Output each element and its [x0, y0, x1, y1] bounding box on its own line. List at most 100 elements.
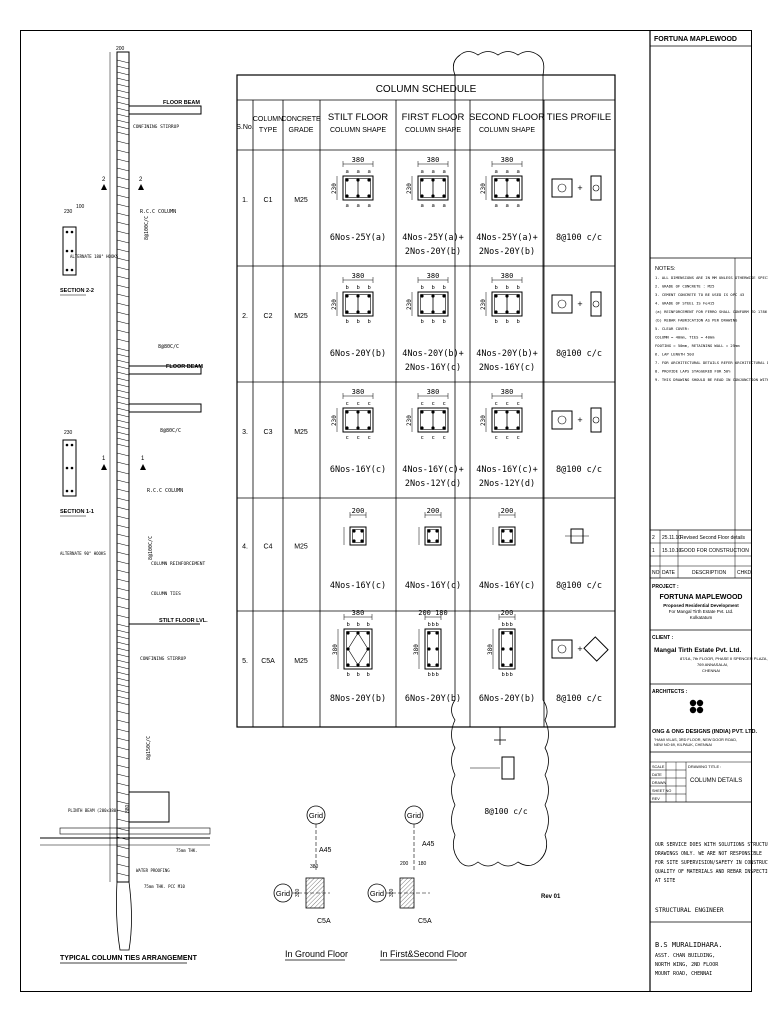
- rebar-dot: [367, 178, 371, 182]
- bar-spec-first: 2Nos-16Y(c): [405, 363, 461, 373]
- bar-letter: a: [368, 203, 371, 209]
- rebar-dot: [509, 663, 513, 667]
- rebar-dot: [435, 663, 439, 667]
- grid-label-2: Grid: [276, 889, 290, 898]
- rebar-dot: [442, 178, 446, 182]
- ties-spec: 8@100 c/c: [556, 581, 602, 591]
- header-stilt-1: STILT FLOOR: [328, 112, 388, 123]
- row-sno: 2.: [242, 313, 248, 320]
- fs-dim-180: 180: [418, 861, 427, 867]
- rebar-dot: [345, 410, 349, 414]
- ties-label-4: 8@150C/C: [146, 736, 152, 760]
- rcc-column-label-2: R.C.C COLUMN: [147, 488, 183, 494]
- bar-letter: b: [368, 319, 371, 325]
- architect-logo-icon: [689, 699, 704, 714]
- row-sno: 1.: [242, 197, 248, 204]
- extra-tie-rect: [501, 756, 515, 780]
- rebar-dot: [360, 539, 364, 543]
- bar-letter: a: [506, 169, 509, 175]
- header-second-2: COLUMN SHAPE: [479, 127, 535, 134]
- rebar-dot: [505, 410, 509, 414]
- column-section-outline: [491, 407, 523, 433]
- rebar-dot: [367, 194, 371, 198]
- rebar-dot: [494, 426, 498, 430]
- bar-letter: a: [357, 169, 360, 175]
- rcc-column-label-1: R.C.C COLUMN: [140, 209, 176, 215]
- bar-letter: b: [346, 319, 349, 325]
- row-grade: M25: [294, 197, 308, 204]
- architect-line-1: "HAMI VILAS, 3RD FLOOR, NEW DOOR ROAD,: [654, 738, 737, 742]
- rebar-dot: [435, 539, 439, 543]
- rebar-dot: [367, 410, 371, 414]
- notes-list: 1. ALL DIMENSIONS ARE IN MM UNLESS OTHER…: [655, 275, 768, 382]
- dim-stilt: 380: [352, 388, 365, 396]
- bar-letter: a: [432, 169, 435, 175]
- dim-second: 200: [501, 507, 514, 515]
- rebar-dot: [420, 194, 424, 198]
- project-label: PROJECT :: [652, 584, 679, 590]
- ties-profile-icon: [565, 528, 589, 544]
- rebar-dot: [356, 410, 360, 414]
- header-ties: TIES PROFILE: [547, 112, 611, 123]
- first-second-caption: In First&Second Floor: [380, 949, 467, 959]
- note-line-2: 3. CEMENT CONCRETE TO BE USED IS OPC 43: [655, 292, 744, 297]
- column-ties-label: COLUMN TIES: [151, 591, 181, 597]
- c5a-label-1: C5A: [317, 918, 331, 925]
- rev-2-date: 25.11.10: [662, 535, 681, 541]
- rebar-dot: [346, 631, 350, 635]
- structural-engineer-label: STRUCTURAL ENGINEER: [655, 907, 724, 914]
- bar-letter: b: [502, 672, 505, 678]
- column-section-outline: [343, 628, 373, 670]
- ties-label-3: 8@100C/C: [144, 216, 150, 240]
- confining-stirrup-label: CONFINING STIRRUP: [133, 124, 179, 130]
- bar-spec-first: 4Nos-16Y(c)+: [402, 465, 463, 475]
- bar-letter: b: [357, 622, 360, 628]
- column-tie-outline: [346, 631, 370, 667]
- rev-1-date: 15.10.10: [662, 548, 682, 554]
- header-first-1: FIRST FLOOR: [402, 112, 465, 123]
- notes-title: NOTES:: [655, 266, 676, 272]
- a45-label-1: A45: [319, 847, 332, 854]
- architect-line-2: NEW NO 69, KILPAUK, CHENNAI: [654, 743, 712, 747]
- title-project-header: FORTUNA MAPLEWOOD: [654, 36, 737, 43]
- note-hooks-2: ALTERNATE 90° HOOKS: [60, 551, 106, 556]
- side-dim-stilt: 230: [331, 299, 338, 310]
- drawing-title: COLUMN DETAILS: [690, 778, 742, 784]
- rebar-dot: [516, 426, 520, 430]
- rebar-dot: [356, 178, 360, 182]
- rebar-dot: [367, 294, 371, 298]
- bar-letter: c: [495, 401, 498, 407]
- rebar-dot: [442, 294, 446, 298]
- architect-name: ONG & ONG DESIGNS (INDIA) PVT. LTD.: [652, 729, 757, 735]
- rebar-dot: [505, 426, 509, 430]
- rebar-dot: [420, 294, 424, 298]
- column-section-outline: [491, 291, 523, 317]
- header-type-1: COLUMN: [253, 116, 283, 123]
- rev-2-desc: Revised Second Floor details: [680, 535, 746, 541]
- rebar-dot: [494, 194, 498, 198]
- rebar-dot: [431, 178, 435, 182]
- bar-letter: a: [517, 203, 520, 209]
- project-line-3: Kolkatatum: [690, 615, 713, 620]
- note-line-5: (b) REBAR FABRICATION AS PER DRAWING: [655, 318, 738, 323]
- dim-second: 380: [501, 272, 514, 280]
- plus-icon: +: [577, 183, 582, 193]
- rebar-dot: [346, 647, 350, 651]
- column-section-outline: [342, 175, 374, 201]
- rebar-dot: [345, 194, 349, 198]
- section11-dim-230: 230: [64, 430, 73, 436]
- rebar-dot: [431, 426, 435, 430]
- ties-spec: 8@100 c/c: [556, 233, 602, 243]
- column-section-outline: [417, 407, 449, 433]
- rebar-dot: [516, 410, 520, 414]
- engineer-name: B.S MURALIDHARA.: [655, 941, 722, 949]
- dim-stilt: 200: [352, 507, 365, 515]
- column-section-outline: [342, 291, 374, 317]
- bar-letter: b: [495, 319, 498, 325]
- rebar-dot: [509, 647, 513, 651]
- note-line-7: COLUMN = 40mm, TIES = 40mm: [655, 335, 715, 340]
- bar-letter: c: [357, 401, 360, 407]
- bar-spec-second: 6Nos-20Y(b): [479, 694, 535, 704]
- note-line-9: 6. LAP LENGTH 50d: [655, 352, 694, 357]
